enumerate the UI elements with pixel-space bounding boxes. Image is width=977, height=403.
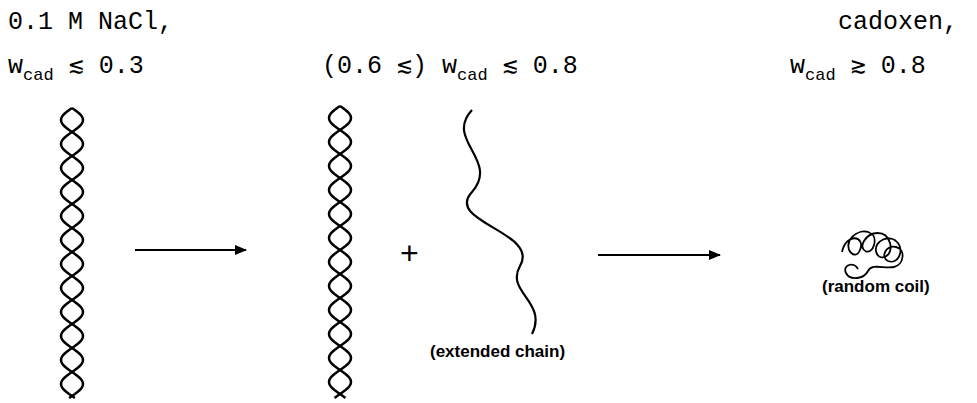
helix-strand	[329, 106, 351, 398]
label-group: wcad ≲ 0.3	[8, 52, 144, 86]
helix-strand	[329, 106, 351, 398]
condition-text: cadoxen,	[838, 8, 958, 38]
transition-arrow	[598, 254, 720, 256]
condition-text: w	[442, 52, 457, 82]
label-group: +	[400, 236, 419, 270]
condition-text: (0.6 ≲)	[322, 52, 427, 82]
helix-strand	[61, 108, 83, 398]
condition-text: ≳ 0.8	[851, 52, 926, 82]
condition-text: ≲ 0.3	[69, 52, 144, 82]
extended-chain	[464, 110, 536, 334]
label-group: cadoxen,	[838, 8, 958, 38]
helix-strand	[61, 108, 83, 398]
condition-text: 0.1 M NaCl,	[8, 8, 173, 38]
plus-sign: +	[400, 236, 419, 270]
label-group: wcad ≳ 0.8	[790, 52, 926, 86]
chain-caption: (extended chain)	[430, 341, 565, 363]
subscript-text: cad	[805, 66, 836, 86]
condition-text: ≲ 0.8	[503, 52, 578, 82]
subscript-text: cad	[457, 66, 488, 86]
condition-text: w	[8, 52, 23, 82]
random-coil	[842, 231, 903, 278]
label-group: (random coil)	[822, 276, 930, 298]
subscript-text: cad	[23, 66, 54, 86]
transition-arrow	[135, 249, 246, 251]
label-group: (extended chain)	[430, 341, 565, 363]
label-group: 0.1 M NaCl,	[8, 8, 173, 38]
chain-caption: (random coil)	[822, 276, 930, 298]
label-group: (0.6 ≲) wcad ≲ 0.8	[322, 52, 578, 86]
condition-text: w	[790, 52, 805, 82]
